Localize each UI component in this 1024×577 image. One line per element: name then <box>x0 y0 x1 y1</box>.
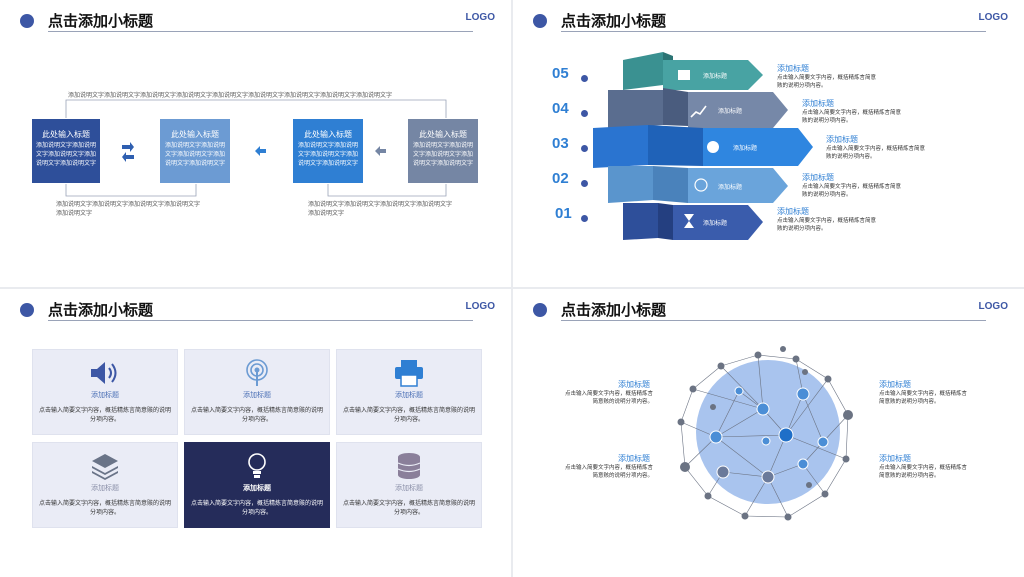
bottom-note-right: 添加说明文字添加说明文字添加说明文字添加说明文字添加说明文字 <box>308 201 453 217</box>
database-icon <box>397 453 421 479</box>
step-arrow-03 <box>703 128 813 166</box>
process-box-3[interactable]: 此处输入标题 添加说明文字添加说明文字添加说明文字添加说明文字添加说明文字 <box>293 119 363 183</box>
logo: LOGO <box>465 301 495 312</box>
feature-card-3[interactable]: 添加标题 点击输入简要文字内容，概括精炼言简意赅的说明分项内容。 <box>336 349 482 435</box>
note-body-top-left: 点击输入简要文字内容，概括精炼言简意赅的说明分项内容。 <box>564 391 653 405</box>
step-body-04: 点击输入简要文字内容，概括精炼言简意赅的说明分项内容。 <box>802 110 902 124</box>
header-dot <box>20 303 34 317</box>
step-label-04: 添加标题 <box>718 108 743 115</box>
layers-icon <box>92 454 118 480</box>
slide-stacked-steps[interactable]: 点击添加小标题 LOGO 05 04 03 02 01 <box>513 0 1024 287</box>
top-note: 添加说明文字添加说明文字添加说明文字添加说明文字添加说明文字添加说明文字添加说明… <box>68 92 393 99</box>
step-dot <box>581 145 588 152</box>
speaker-icon <box>91 362 117 384</box>
slide-process-flow[interactable]: 点击添加小标题 LOGO 添加说明文字添加说明文字添加说明文字添加说明文字添加说… <box>0 0 511 287</box>
logo: LOGO <box>465 12 495 23</box>
logo: LOGO <box>978 12 1008 23</box>
logo: LOGO <box>978 301 1008 312</box>
process-box-4[interactable]: 此处输入标题 添加说明文字添加说明文字添加说明文字添加说明文字添加说明文字 <box>408 119 478 183</box>
step-title-01[interactable]: 添加标题 <box>777 207 809 216</box>
network-graphic <box>677 346 853 521</box>
connector-lines <box>65 99 447 197</box>
chart-icon <box>690 105 707 118</box>
step-label-02: 添加标题 <box>718 184 743 191</box>
arrow-left-icon <box>122 152 134 162</box>
broadcast-icon <box>246 359 268 386</box>
feature-card-4[interactable]: 添加标题 点击输入简要文字内容，概括精炼言简意赅的说明分项内容。 <box>32 442 178 528</box>
arrow-right-icon <box>122 142 134 152</box>
note-body-bottom-left: 点击输入简要文字内容，概括精炼言简意赅的说明分项内容。 <box>564 465 653 479</box>
step-arrow-04 <box>688 92 788 128</box>
step-label-01: 添加标题 <box>703 220 728 227</box>
note-title-top-right[interactable]: 添加标题 <box>879 380 911 389</box>
note-body-top-right: 点击输入简要文字内容，概括精炼言简意赅的说明分项内容。 <box>879 391 968 405</box>
step-title-05[interactable]: 添加标题 <box>777 64 809 73</box>
step-label-05: 添加标题 <box>703 73 728 80</box>
step-number-05: 05 <box>552 65 569 82</box>
header-dot <box>20 14 34 28</box>
step-number-03: 03 <box>552 135 569 152</box>
slide-network[interactable]: 点击添加小标题 LOGO <box>513 289 1024 577</box>
step-dot <box>581 180 588 187</box>
lightbulb-icon <box>248 453 266 478</box>
feature-card-6[interactable]: 添加标题 点击输入简要文字内容，概括精炼言简意赅的说明分项内容。 <box>336 442 482 528</box>
process-box-1[interactable]: 此处输入标题 添加说明文字添加说明文字添加说明文字添加说明文字添加说明文字 <box>32 119 100 183</box>
feature-card-5[interactable]: 添加标题 点击输入简要文字内容，概括精炼言简意赅的说明分项内容。 <box>184 442 330 528</box>
header-divider <box>48 320 473 321</box>
process-box-2[interactable]: 此处输入标题 添加说明文字添加说明文字添加说明文字添加说明文字添加说明文字 <box>160 119 230 183</box>
note-title-bottom-left[interactable]: 添加标题 <box>618 454 650 463</box>
step-body-03: 点击输入简要文字内容，概括精炼言简意赅的说明分项内容。 <box>826 146 926 160</box>
feature-card-1[interactable]: 添加标题 点击输入简要文字内容，概括精炼言简意赅的说明分项内容。 <box>32 349 178 435</box>
slide-title[interactable]: 点击添加小标题 <box>561 12 667 30</box>
slide-icon-cards[interactable]: 点击添加小标题 LOGO 添加标题 点击输入简要文字内容，概括精炼言简意赅的说明… <box>0 289 511 577</box>
slide-title[interactable]: 点击添加小标题 <box>48 12 154 30</box>
printer-icon <box>395 360 423 387</box>
step-body-01: 点击输入简要文字内容，概括精炼言简意赅的说明分项内容。 <box>777 218 877 232</box>
step-number-01: 01 <box>555 205 572 222</box>
arrow-left-icon <box>255 146 266 156</box>
feature-card-2[interactable]: 添加标题 点击输入简要文字内容，概括精炼言简意赅的说明分项内容。 <box>184 349 330 435</box>
header-divider <box>48 31 473 32</box>
step-number-02: 02 <box>552 170 569 187</box>
step-title-02[interactable]: 添加标题 <box>802 173 834 182</box>
header-divider <box>561 320 986 321</box>
stacked-blocks <box>593 52 813 240</box>
step-body-05: 点击输入简要文字内容，概括精炼言简意赅的说明分项内容。 <box>777 75 877 89</box>
pie-icon <box>707 141 719 153</box>
step-arrow-01 <box>673 205 763 240</box>
clock-icon <box>694 178 708 192</box>
bottom-note-left: 添加说明文字添加说明文字添加说明文字添加说明文字添加说明文字 <box>56 201 201 217</box>
step-label-03: 添加标题 <box>733 145 758 152</box>
step-body-02: 点击输入简要文字内容，概括精炼言简意赅的说明分项内容。 <box>802 184 902 198</box>
note-body-bottom-right: 点击输入简要文字内容，概括精炼言简意赅的说明分项内容。 <box>879 465 968 479</box>
step-arrow-02 <box>688 168 788 203</box>
step-title-04[interactable]: 添加标题 <box>802 99 834 108</box>
note-title-bottom-right[interactable]: 添加标题 <box>879 454 911 463</box>
step-dot <box>581 110 588 117</box>
shirt-icon <box>678 70 690 80</box>
step-dot <box>581 75 588 82</box>
header-divider <box>561 31 986 32</box>
header-dot <box>533 14 547 28</box>
step-number-04: 04 <box>552 100 569 117</box>
step-dot <box>581 215 588 222</box>
header-dot <box>533 303 547 317</box>
step-title-03[interactable]: 添加标题 <box>826 135 858 144</box>
arrow-left-icon <box>375 146 386 156</box>
note-title-top-left[interactable]: 添加标题 <box>618 380 650 389</box>
slide-title[interactable]: 点击添加小标题 <box>48 301 154 319</box>
hourglass-icon <box>684 214 694 228</box>
slide-title[interactable]: 点击添加小标题 <box>561 301 667 319</box>
step-arrow-05 <box>663 60 763 90</box>
